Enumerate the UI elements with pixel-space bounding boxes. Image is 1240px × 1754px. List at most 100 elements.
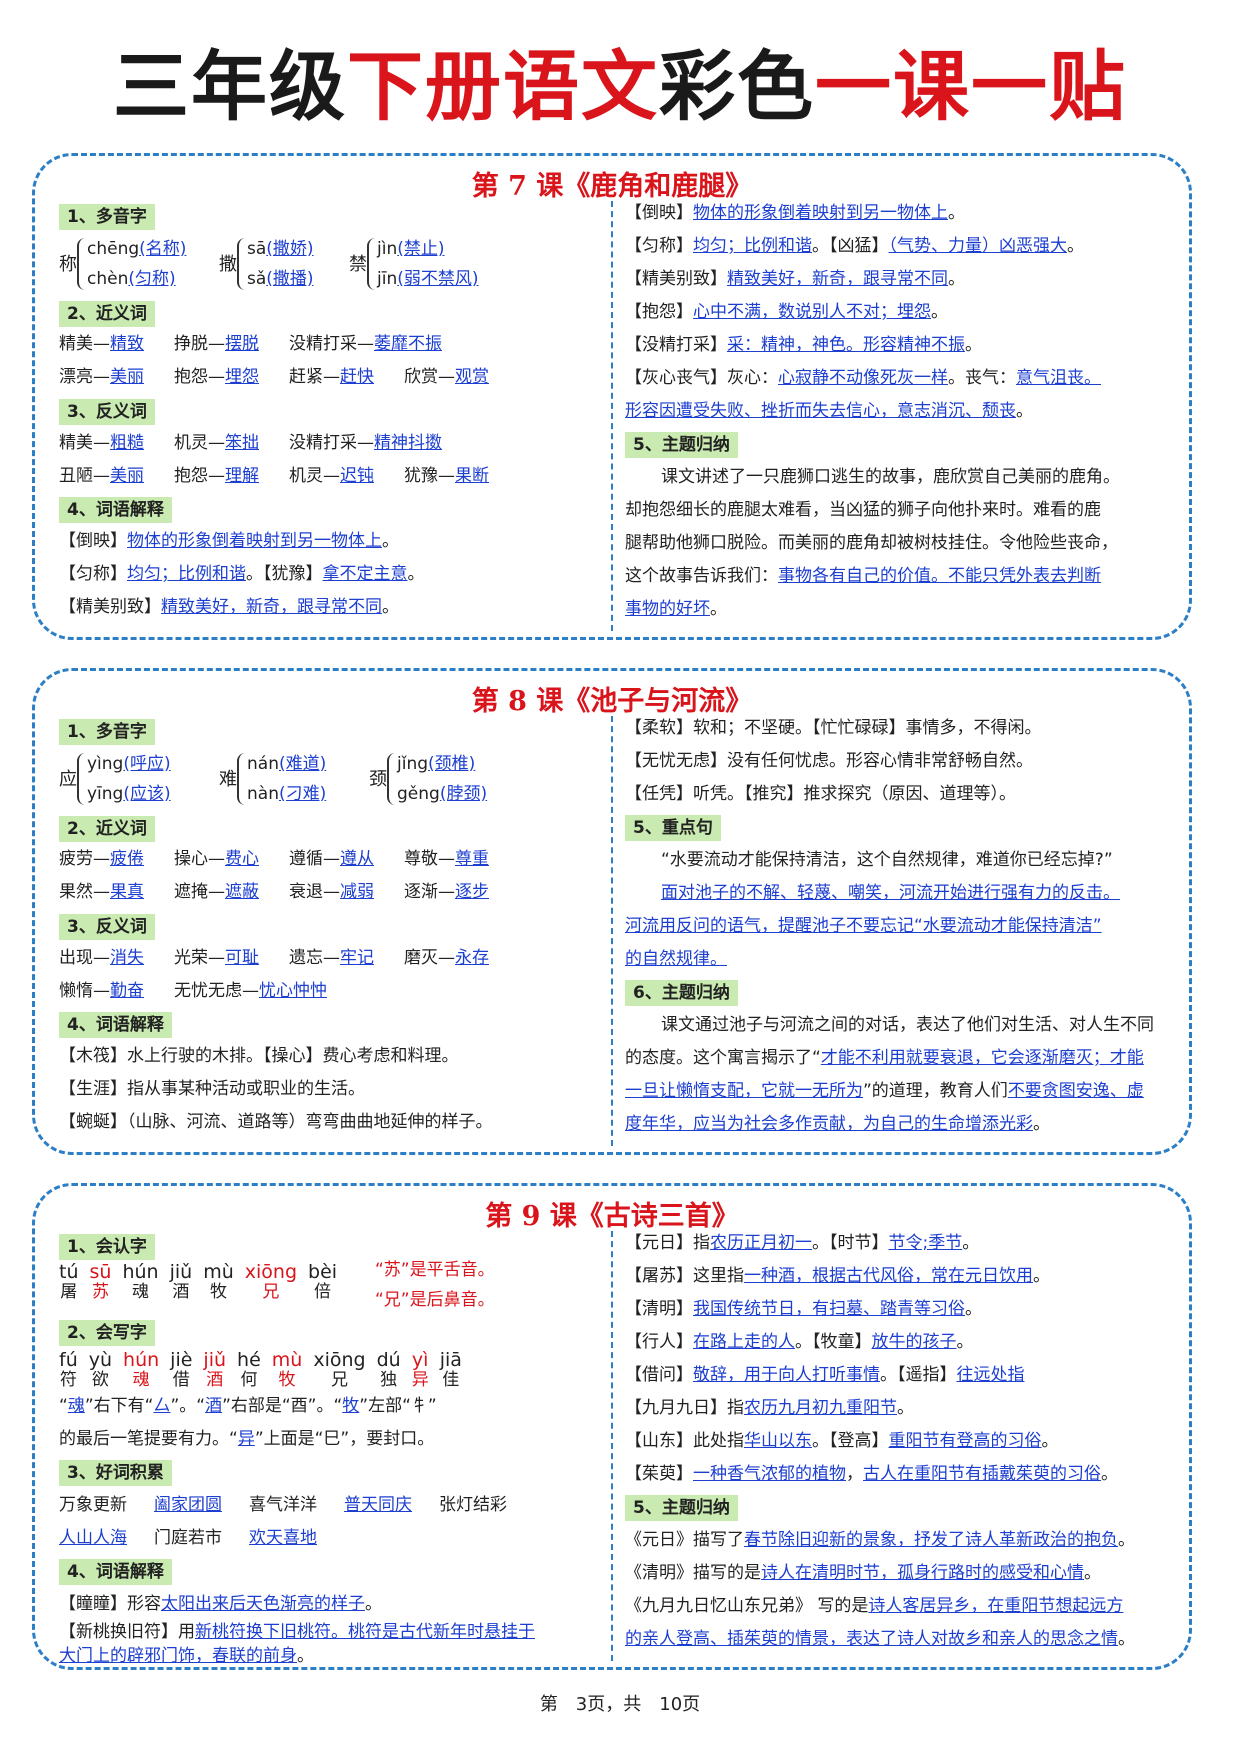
explain-row: 【新桃换旧符】用新桃符换下旧桃符。桃符是古代新年时悬挂于 bbox=[59, 1622, 535, 1642]
explain-row: 【倒映】物体的形象倒着映射到另一物体上。 bbox=[59, 531, 399, 551]
section-heading: 5、主题归纳 bbox=[625, 432, 738, 458]
explain-row: 【九月九日】指农历九月初九重阳节。 bbox=[625, 1398, 914, 1418]
section-heading: 5、重点句 bbox=[625, 815, 721, 841]
explain-row: 【匀称】均匀；比例和谐。【凶猛】（气势、力量）凶恶强大。 bbox=[625, 236, 1084, 256]
explain-row: 【生涯】指从事某种活动或职业的生活。 bbox=[59, 1079, 365, 1099]
explain-row: 【屠苏】这里指一种酒，根据古代风俗，常在元日饮用。 bbox=[625, 1266, 1050, 1286]
theme-text: 课文通过池子与河流之间的对话，表达了他们对生活、对人生不同 bbox=[661, 1015, 1154, 1035]
theme-text: 事物的好坏。 bbox=[625, 599, 727, 619]
explain-row: 【倒映】物体的形象倒着映射到另一物体上。 bbox=[625, 203, 965, 223]
theme-text: 却抱怨细长的鹿腿太难看，当凶猛的狮子向他扑来时。难看的鹿 bbox=[625, 500, 1101, 520]
theme-text: 腿帮助他狮口脱险。而美丽的鹿角却被树枝挂住。令他险些丧命， bbox=[625, 533, 1118, 553]
writing-tip: “魂”右下有“厶”。“酒”右部是“酉”。“牧”左部“牜” bbox=[59, 1396, 437, 1416]
explain-row: 【茱萸】一种香气浓郁的植物，古人在重阳节有插戴茱萸的习俗。 bbox=[625, 1464, 1118, 1484]
theme-text: 《元日》描写了春节除旧迎新的景象，抒发了诗人革新政治的抱负。 bbox=[625, 1530, 1135, 1550]
explain-row: 【匀称】均匀；比例和谐。【犹豫】拿不定主意。 bbox=[59, 564, 425, 584]
synonym-row: 漂亮—美丽抱怨—埋怨赶紧—赶快欣赏—观赏 bbox=[59, 367, 489, 387]
explain-row: 【没精打采】采：精神，神色。形容精神不振。 bbox=[625, 335, 982, 355]
lesson-9-title: 第 9 课《古诗三首》 bbox=[485, 1201, 739, 1232]
explain-row: 【灰心丧气】灰心：心寂静不动像死灰一样。丧气：意气沮丧。 bbox=[625, 368, 1101, 388]
antonym-row: 懒惰—勤奋无忧无虑—忧心忡忡 bbox=[59, 981, 327, 1001]
antonym-row: 出现—消失光荣—可耻遗忘—牢记磨灭—永存 bbox=[59, 948, 489, 968]
explain-row: 【任凭】听凭。【推究】推求探究（原因、道理等）。 bbox=[625, 784, 1016, 804]
explain-row: 【蜿蜒】（山脉、河流、道路等）弯弯曲曲地延伸的样子。 bbox=[59, 1112, 493, 1132]
key-sentence: 面对池子的不解、轻蔑、嘲笑，河流开始进行强有力的反击。 bbox=[661, 883, 1120, 903]
explain-row: 【精美别致】精致美好，新奇，跟寻常不同。 bbox=[59, 597, 399, 617]
section-heading: 1、会认字 bbox=[59, 1234, 155, 1260]
section-heading: 4、词语解释 bbox=[59, 1559, 172, 1585]
key-sentence: 的自然规律。 bbox=[625, 949, 727, 969]
theme-text: 一旦让懒惰支配，它就一无所为”的道理，教育人们不要贪图安逸、虚 bbox=[625, 1081, 1144, 1101]
theme-text: 度年华，应当为社会多作贡献，为自己的生命增添光彩。 bbox=[625, 1114, 1050, 1134]
explain-row: 【柔软】软和；不坚硬。【忙忙碌碌】事情多，不得闲。 bbox=[625, 718, 1042, 738]
synonym-row: 精美—精致挣脱—摆脱没精打采—萎靡不振 bbox=[59, 334, 442, 354]
antonym-row: 丑陋—美丽抱怨—理解机灵—迟钝犹豫—果断 bbox=[59, 466, 489, 486]
explain-row: 【瞳瞳】形容太阳出来后天色渐亮的样子。 bbox=[59, 1594, 382, 1614]
section-heading: 1、多音字 bbox=[59, 204, 155, 230]
section-heading: 6、主题归纳 bbox=[625, 980, 738, 1006]
page-number: 第 3页，共 10页 bbox=[539, 1694, 701, 1715]
read-note: “苏”是平舌音。 bbox=[375, 1260, 495, 1280]
read-note: “兄”是后鼻音。 bbox=[375, 1290, 495, 1310]
theme-text: 课文讲述了一只鹿狮口逃生的故事，鹿欣赏自己美丽的鹿角。 bbox=[661, 467, 1120, 487]
section-heading: 1、多音字 bbox=[59, 719, 155, 745]
explain-row: 【无忧无虑】没有任何忧虑。形容心情非常舒畅自然。 bbox=[625, 751, 1033, 771]
section-heading: 2、近义词 bbox=[59, 816, 155, 842]
explain-row: 【行人】在路上走的人。【牧童】放牛的孩子。 bbox=[625, 1332, 974, 1352]
antonym-row: 精美—粗糙机灵—笨拙没精打采—精神抖擞 bbox=[59, 433, 442, 453]
section-heading: 2、近义词 bbox=[59, 301, 155, 327]
explain-row: 大门上的辟邪门饰，春联的前身。 bbox=[59, 1646, 314, 1666]
theme-text: 《九月九日忆山东兄弟》 写的是诗人客居异乡，在重阳节想起远方 bbox=[625, 1596, 1124, 1616]
key-sentence: “水要流动才能保持清洁，这个自然规律，难道你已经忘掉?” bbox=[661, 850, 1113, 870]
explain-row: 【木筏】水上行驶的木排。【操心】费心考虑和料理。 bbox=[59, 1046, 459, 1066]
theme-text: 的亲人登高、插茱萸的情景，表达了诗人对故乡和亲人的思念之情。 bbox=[625, 1629, 1135, 1649]
page-title: 三年级下册语文彩色一课一贴 bbox=[113, 42, 1127, 131]
section-heading: 3、反义词 bbox=[59, 914, 155, 940]
explain-row: 【清明】我国传统节日，有扫墓、踏青等习俗。 bbox=[625, 1299, 982, 1319]
lesson-8-right: 【柔软】软和；不坚硬。【忙忙碌碌】事情多，不得闲。 【无忧无虑】没有任何忧虑。形… bbox=[625, 716, 1181, 1136]
section-heading: 4、词语解释 bbox=[59, 497, 172, 523]
explain-row: 【抱怨】心中不满，数说别人不对；埋怨。 bbox=[625, 302, 948, 322]
lesson-9-right: 【元日】指农历正月初一。【时节】节令;季节。 【屠苏】这里指一种酒，根据古代风俗… bbox=[625, 1231, 1181, 1656]
explain-row: 【精美别致】精致美好，新奇，跟寻常不同。 bbox=[625, 269, 965, 289]
section-heading: 3、好词积累 bbox=[59, 1460, 172, 1486]
explain-row: 【借问】敬辞，用于向人打听事情。【遥指】往远处指 bbox=[625, 1365, 1025, 1385]
good-words-row: 人山人海门庭若市欢天喜地 bbox=[59, 1528, 317, 1548]
section-heading: 3、反义词 bbox=[59, 399, 155, 425]
writing-tip: 的最后一笔提要有力。“异”上面是“巳”，要封口。 bbox=[59, 1429, 435, 1449]
lesson-7-right: 【倒映】物体的形象倒着映射到另一物体上。 【匀称】均匀；比例和谐。【凶猛】（气势… bbox=[625, 201, 1181, 621]
lesson-7-title: 第 7 课《鹿角和鹿腿》 bbox=[471, 171, 753, 202]
theme-text: 的态度。这个寓言揭示了“才能不利用就要衰退，它会逐渐磨灭；才能 bbox=[625, 1048, 1144, 1068]
synonym-row: 果然—果真遮掩—遮蔽衰退—减弱逐渐—逐步 bbox=[59, 882, 489, 902]
section-heading: 4、词语解释 bbox=[59, 1012, 172, 1038]
key-sentence: 河流用反问的语气，提醒池子不要忘记“水要流动才能保持清洁” bbox=[625, 916, 1102, 936]
explain-row: 【元日】指农历正月初一。【时节】节令;季节。 bbox=[625, 1233, 980, 1253]
synonym-row: 疲劳—疲倦操心—费心遵循—遵从尊敬—尊重 bbox=[59, 849, 489, 869]
explain-row: 形容因遭受失败、挫折而失去信心，意志消沉、颓丧。 bbox=[625, 401, 1033, 421]
explain-row: 【山东】此处指华山以东。【登高】重阳节有登高的习俗。 bbox=[625, 1431, 1059, 1451]
lesson-8-title: 第 8 课《池子与河流》 bbox=[471, 686, 753, 717]
